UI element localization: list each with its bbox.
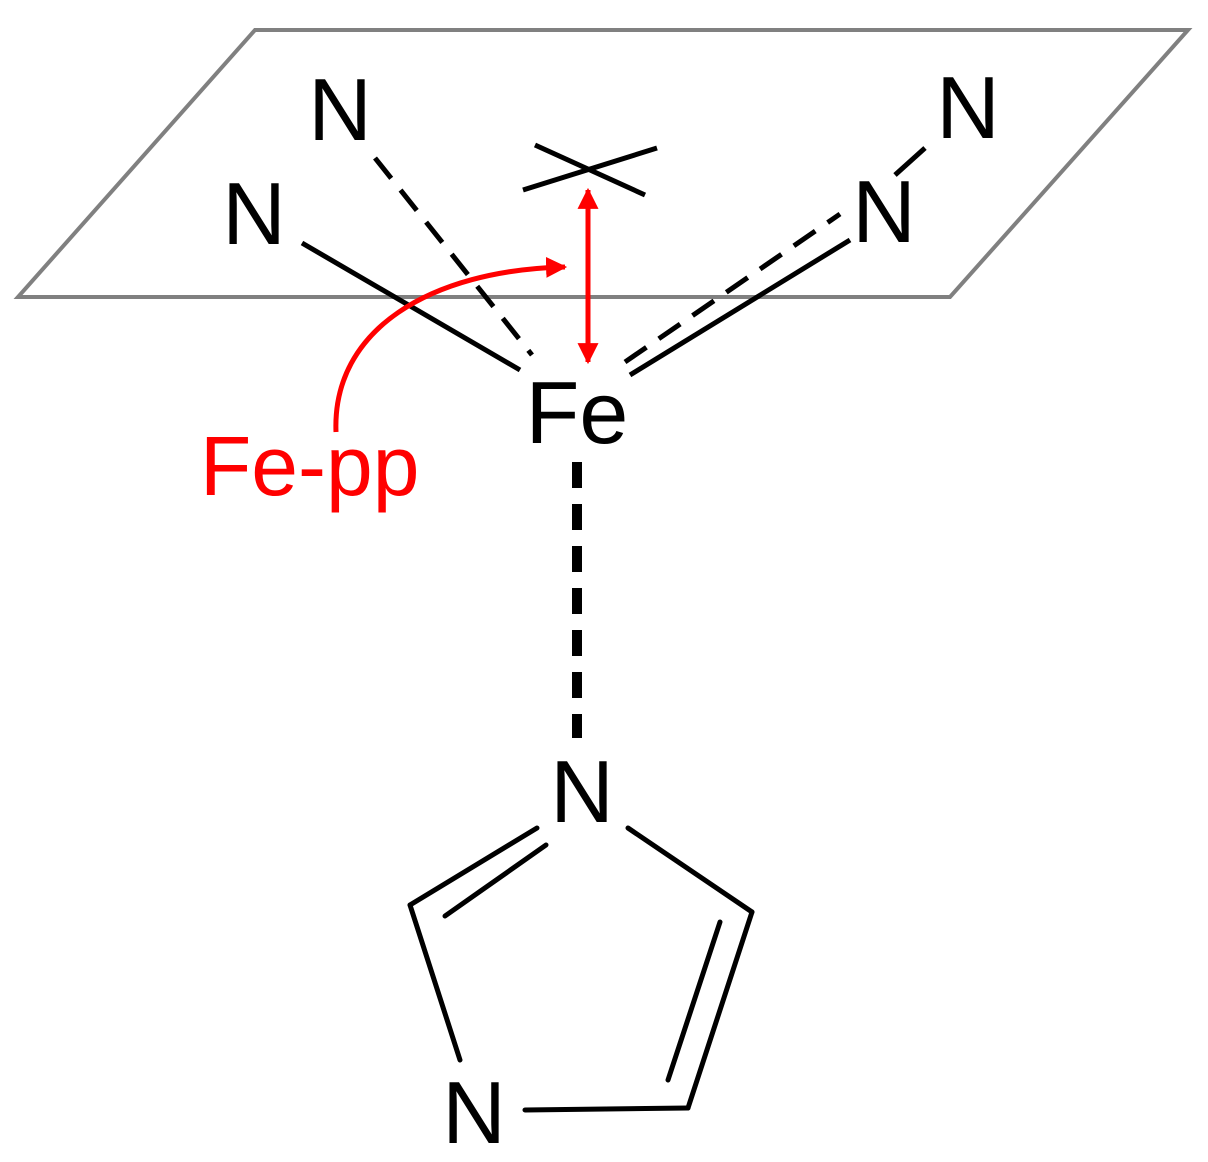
imidazole-ring: [407, 825, 755, 1113]
ring-double-bond-inner: [442, 842, 549, 919]
plane-centre-cross-b: [533, 142, 647, 198]
ring-bond-c2-n1: [625, 825, 755, 915]
ring-double-bond-right-inner: [665, 919, 723, 1083]
atom-iron: Fe: [526, 363, 629, 462]
atom-n-top-right-back: N: [936, 58, 1000, 157]
fe-pp-pointer-arrow: [333, 256, 568, 433]
atom-n-top-left-front: N: [222, 164, 286, 263]
fe-n-bond-left-back: [373, 156, 534, 357]
atom-n-top-left-back: N: [308, 60, 372, 159]
atom-n-top-right-front: N: [852, 162, 916, 261]
fe-n-bond-right-back-a: [623, 211, 842, 365]
fe-n-bond-right-back-b: [893, 146, 927, 177]
fe-pp-label: Fe-pp: [200, 419, 419, 513]
ring-bond-c3-c2: [685, 909, 755, 1111]
ring-bond-c5-n4: [407, 902, 463, 1063]
atom-n-imidazole-top: N: [550, 742, 614, 841]
porphyrin-plane: [13, 28, 1193, 299]
fe-n-bond-right-front: [628, 237, 852, 378]
ring-bond-n4-c3: [522, 1105, 691, 1113]
ring-bond-n1-c5: [407, 825, 540, 908]
atom-n-imidazole-bottom: N: [442, 1063, 506, 1162]
